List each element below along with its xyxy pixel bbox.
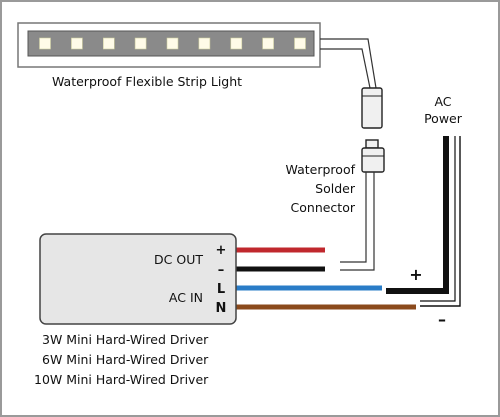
terminal-l: L bbox=[217, 282, 225, 297]
dc-out-label: DC OUT bbox=[154, 252, 203, 267]
led-chip bbox=[230, 37, 243, 50]
minus-marker: – bbox=[438, 310, 446, 329]
terminal-minus: – bbox=[218, 263, 225, 278]
strip-cable bbox=[320, 38, 377, 89]
led-chip bbox=[262, 37, 274, 50]
connector-label-line-1: Waterproof bbox=[286, 162, 356, 177]
led-chip bbox=[134, 37, 147, 50]
ac-power-cord bbox=[386, 136, 461, 307]
led-chip bbox=[71, 37, 83, 50]
connector-bottom-half bbox=[361, 147, 385, 173]
connector-bottom-neck bbox=[365, 139, 379, 149]
connector-output-wires bbox=[340, 172, 375, 271]
led-group bbox=[39, 37, 306, 50]
ac-power-neutral-wire bbox=[420, 136, 461, 307]
terminal-n: N bbox=[216, 301, 227, 316]
led-chip bbox=[39, 37, 51, 50]
driver-body bbox=[39, 233, 237, 325]
connector-label-line-3: Connector bbox=[291, 200, 356, 215]
connector-label-line-2: Solder bbox=[315, 181, 356, 196]
driver-caption-line-3: 10W Mini Hard-Wired Driver bbox=[34, 372, 209, 387]
strip-light bbox=[17, 22, 321, 68]
ac-power-label-line-1: AC bbox=[434, 94, 451, 109]
led-chip bbox=[294, 37, 306, 50]
led-chip bbox=[198, 37, 211, 50]
ac-in-label: AC IN bbox=[169, 290, 203, 305]
ac-power-line-wire bbox=[386, 136, 449, 294]
led-chip bbox=[103, 37, 115, 50]
led-chip bbox=[166, 37, 179, 50]
ac-power-label-line-2: Power bbox=[424, 111, 463, 126]
plus-marker: + bbox=[409, 265, 422, 284]
driver: DC OUT AC IN + – L N bbox=[39, 233, 237, 325]
driver-caption-line-2: 6W Mini Hard-Wired Driver bbox=[42, 352, 209, 367]
connector-top-half bbox=[361, 87, 383, 129]
strip-light-label: Waterproof Flexible Strip Light bbox=[52, 74, 242, 89]
waterproof-connector bbox=[361, 87, 385, 173]
driver-caption-line-1: 3W Mini Hard-Wired Driver bbox=[42, 332, 209, 347]
driver-wires bbox=[236, 247, 416, 310]
terminal-plus: + bbox=[216, 243, 227, 258]
